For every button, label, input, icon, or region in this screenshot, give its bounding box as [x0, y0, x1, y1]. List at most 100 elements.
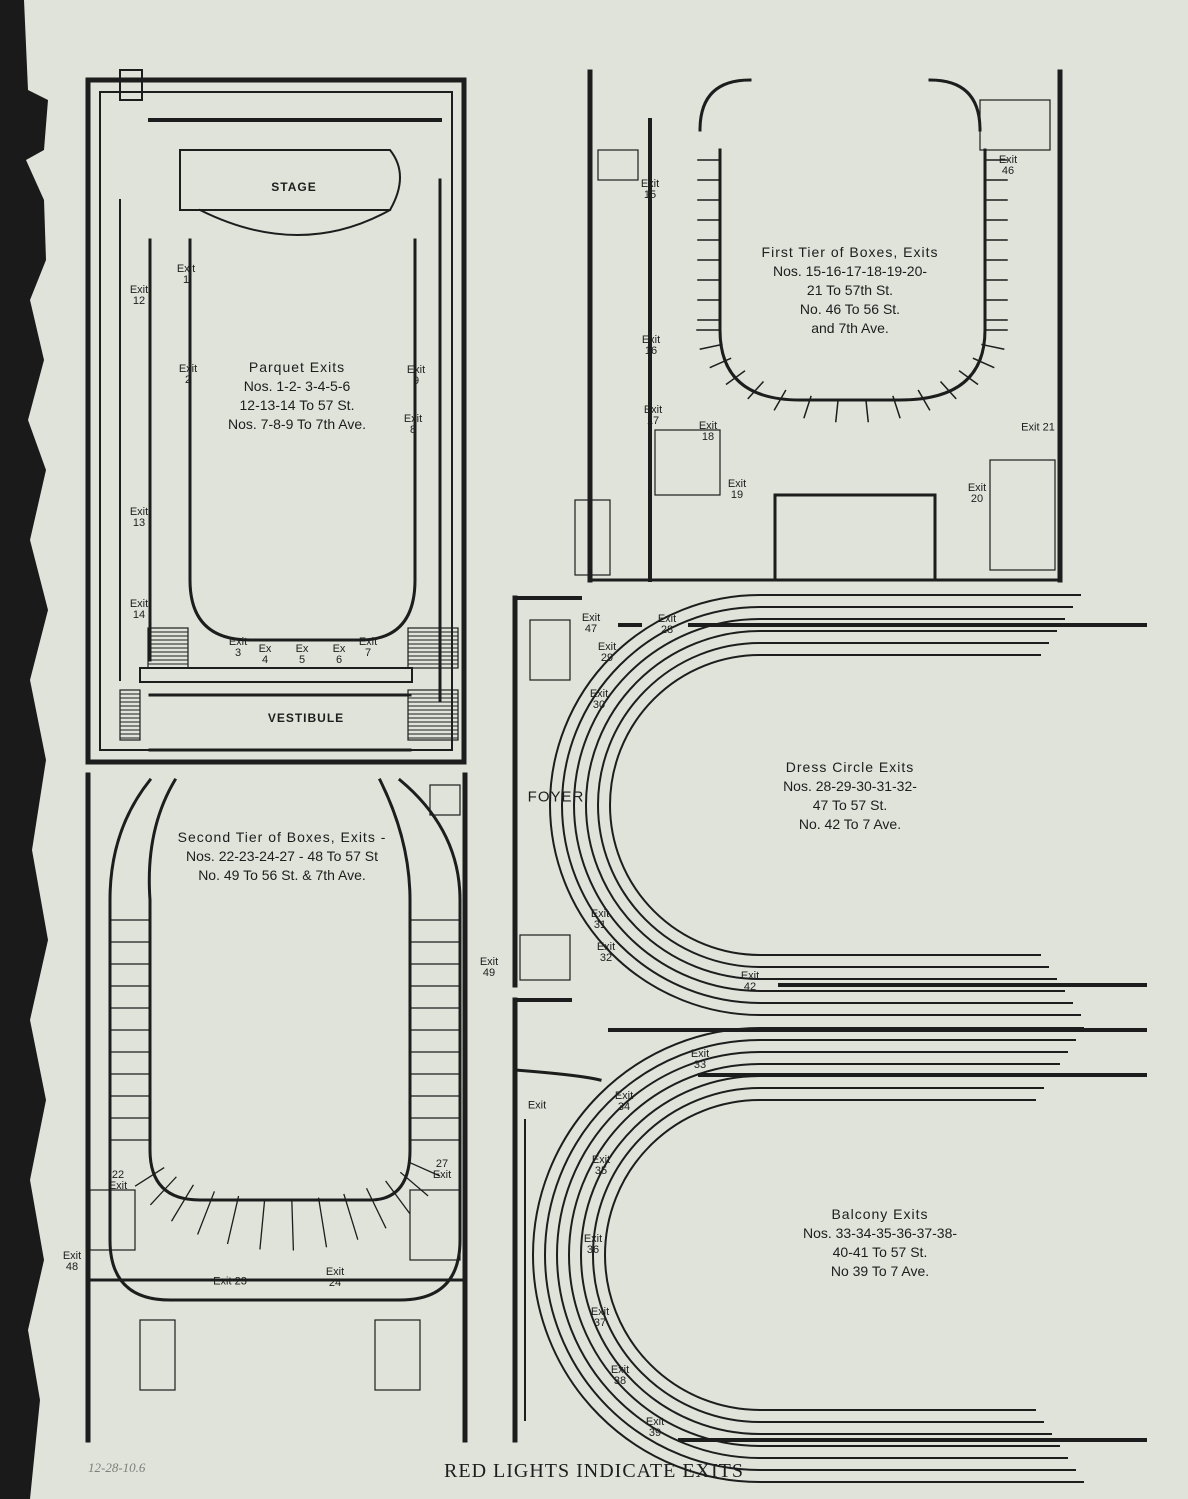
exit-number: 4 [261, 654, 269, 666]
seating-row [556, 1051, 1068, 1459]
foyer-label: FOYER [527, 788, 585, 806]
exit-number: 31 [593, 919, 607, 931]
box-partition [149, 1176, 177, 1206]
exit-number: 8 [409, 424, 417, 436]
exit-number: 46 [1001, 165, 1015, 177]
exit-label: Exit [62, 1250, 82, 1262]
box-partition [773, 389, 787, 411]
caption-line: Nos. 7-8-9 To 7th Ave. [227, 416, 367, 432]
exit-label: Exit [1021, 421, 1040, 434]
exit-label: Ex [332, 643, 346, 655]
exit-label: Exit [740, 970, 760, 982]
caption-line: 47 To 57 St. [812, 797, 888, 813]
caption-line: No. 49 To 56 St. & 7th Ave. [198, 867, 366, 883]
caption-head: First Tier of Boxes, Exits [761, 244, 939, 260]
caption-line: and 7th Ave. [811, 320, 889, 336]
caption-line: Nos. 1-2- 3-4-5-6 [243, 378, 351, 394]
exit-label: Ex [258, 643, 272, 655]
exit-label: Exit [597, 641, 617, 653]
box-partition [725, 370, 746, 386]
caption-line: No 39 To 7 Ave. [830, 1263, 930, 1279]
exit-number: 30 [592, 699, 606, 711]
exit-label: Exit [176, 263, 196, 275]
box-partition [226, 1195, 240, 1245]
exit-label: Exit [614, 1090, 634, 1102]
exit-number: 12 [132, 295, 146, 307]
exit-label: Exit [213, 1275, 232, 1288]
exit-label: Exit [596, 941, 616, 953]
caption-line: Nos. 33-34-35-36-37-38- [802, 1225, 958, 1241]
caption-head: Parquet Exits [248, 359, 346, 375]
exit-number: 15 [643, 189, 657, 201]
exit-number: 42 [743, 981, 757, 993]
seating-row [597, 642, 1049, 968]
exit-number: 29 [600, 652, 614, 664]
exit-number: 16 [644, 345, 658, 357]
exit-number: 1 [182, 274, 190, 286]
exit-number: 18 [701, 431, 715, 443]
exit-label: Exit [581, 612, 601, 624]
box-partition [385, 1180, 411, 1214]
second-tier-caption: Second Tier of Boxes, Exits - Nos. 22-23… [178, 828, 387, 885]
second-tier-plan [85, 772, 468, 1443]
first-tier-plan [574, 69, 1063, 583]
exit-number: 7 [364, 647, 372, 659]
exit-label: Exit [727, 478, 747, 490]
balcony-plan [512, 997, 1147, 1483]
exit-marker: Exit [528, 1100, 546, 1112]
box-partition [134, 1167, 165, 1187]
box-partition [409, 1162, 441, 1177]
exit-number: 21 [1042, 421, 1055, 434]
exit-number: 33 [693, 1059, 707, 1071]
box-partition [709, 357, 732, 369]
exit-number: 38 [613, 1375, 627, 1387]
footer-legend: RED LIGHTS INDICATE EXITS [444, 1460, 744, 1482]
exit-label: Exit [657, 613, 677, 625]
dress-circle-caption: Dress Circle Exits Nos. 28-29-30-31-32- … [783, 758, 917, 834]
seating-row [585, 630, 1057, 980]
exit-label: Exit [583, 1233, 603, 1245]
exit-label: Exit [589, 688, 609, 700]
exit-number: 37 [593, 1317, 607, 1329]
exit-label: Exit [108, 1180, 128, 1192]
box-partition [365, 1187, 387, 1229]
exit-number: 32 [599, 952, 613, 964]
box-partition [972, 357, 995, 369]
box-partition [981, 343, 1005, 351]
pencil-note: 12-28-10.6 [88, 1460, 146, 1475]
seating-row [561, 606, 1073, 1004]
exit-label: Exit [698, 420, 718, 432]
exit-number: 27 [435, 1158, 449, 1170]
exit-number: 17 [646, 415, 660, 427]
exit-number: 39 [648, 1427, 662, 1439]
exit-number: 6 [335, 654, 343, 666]
exit-number: 49 [482, 967, 496, 979]
box-partition [958, 370, 979, 386]
box-partition [399, 1171, 429, 1197]
seating-row [604, 1099, 1036, 1411]
